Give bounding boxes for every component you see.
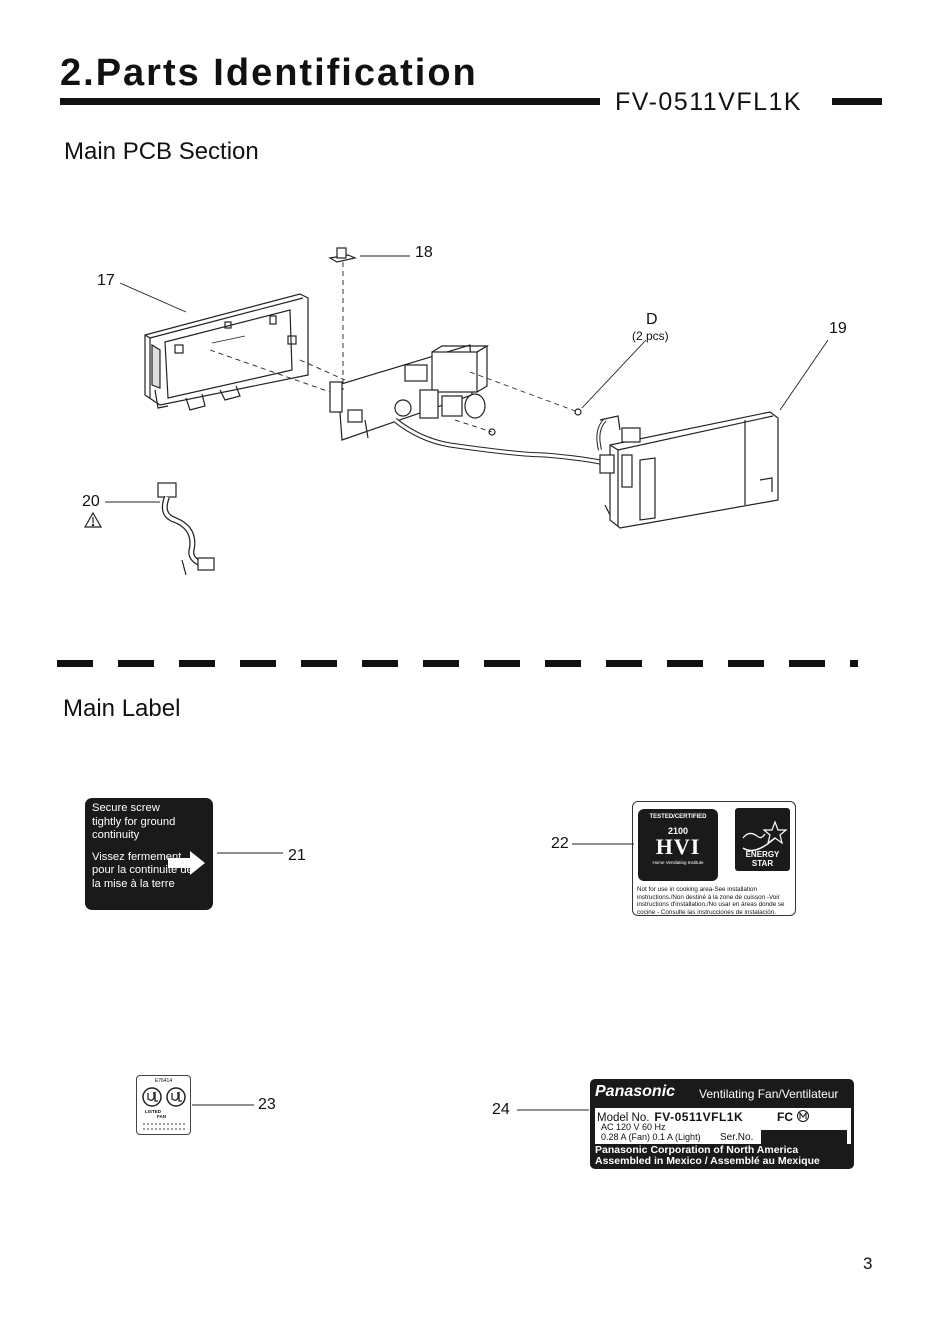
- energy-star-icon: [742, 820, 788, 852]
- leader-24: [517, 1109, 589, 1111]
- serial-box: [761, 1130, 847, 1144]
- callout-22: 22: [551, 835, 569, 852]
- part-19-housing: [596, 411, 779, 529]
- product-name: Ventilating Fan/Ventilateur: [699, 1087, 839, 1101]
- hvi-institute: Home Ventilating Institute: [652, 860, 704, 865]
- page-number: 3: [863, 1254, 873, 1273]
- callout-18: 18: [415, 244, 433, 261]
- current-rating: 0.28 A (Fan) 0.1 A (Light): [601, 1131, 701, 1142]
- callout-17: 17: [97, 272, 115, 289]
- model-value: FV-0511VFL1K: [654, 1110, 744, 1124]
- assembly-origin: Assembled in Mexico / Assemblé au Mexiqu…: [595, 1155, 820, 1167]
- callout-21: 21: [288, 847, 306, 864]
- callout-20: 20: [82, 493, 100, 510]
- power-rating: AC 120 V 60 Hz: [601, 1122, 666, 1132]
- label-21-ground-screw: Secure screw tightly for ground continui…: [85, 798, 213, 910]
- hvi-rating: 2100: [667, 826, 689, 836]
- ul-mark-icon: [142, 1087, 186, 1107]
- label-22-hvi-energy-star: TESTED/CERTIFIED 2100 HVI Home Ventilati…: [632, 801, 796, 916]
- label-21-french: Vissez fermement pour la continuité de l…: [92, 850, 193, 890]
- leader-22: [572, 843, 634, 845]
- page-title: 2.Parts Identification: [60, 52, 478, 94]
- hvi-tested: TESTED/CERTIFIED: [649, 814, 707, 820]
- part-20-harness: [157, 482, 215, 576]
- ul-file-code: E76414: [154, 1078, 173, 1084]
- hvi-certification-mark: TESTED/CERTIFIED 2100 HVI Home Ventilati…: [638, 809, 718, 881]
- section-separator: [57, 660, 859, 668]
- model-row: Model No. FV-0511VFL1K: [597, 1110, 743, 1124]
- corporation: Panasonic Corporation of North America: [595, 1144, 799, 1156]
- arrow-right-icon: [168, 851, 205, 875]
- ul-listed-text: LISTED FAN: [145, 1109, 166, 1119]
- leader-23: [192, 1104, 254, 1106]
- brand-logo: Panasonic: [595, 1083, 676, 1100]
- hvi-logo-text: HVI: [655, 834, 701, 859]
- callout-24: 24: [492, 1101, 510, 1118]
- energy-star-text: ENERGY STAR: [745, 850, 780, 868]
- model-number: FV-0511VFL1K: [615, 88, 803, 116]
- title-rule-left: [60, 98, 600, 105]
- label-23-ul-listing: E76414 LISTED FAN: [136, 1075, 191, 1135]
- callout-d: D: [646, 311, 658, 328]
- label-24-footer: Panasonic Corporation of North America A…: [595, 1145, 820, 1167]
- title-rule-right: [832, 98, 882, 105]
- fcc-text: FC: [777, 1110, 793, 1124]
- ul-dotted-lines: [143, 1123, 185, 1130]
- ul-listed: LISTED: [145, 1109, 162, 1114]
- fcc-mark: FC: [777, 1110, 810, 1124]
- electrical-ratings: AC 120 V 60 Hz 0.28 A (Fan) 0.1 A (Light…: [601, 1122, 701, 1142]
- label-21-english: Secure screw tightly for ground continui…: [92, 802, 176, 841]
- leader-21: [217, 852, 283, 854]
- energy-star-logo: ENERGY STAR: [735, 808, 790, 871]
- section-title-label: Main Label: [63, 695, 181, 722]
- rating-panel: Model No. FV-0511VFL1K FC AC 120 V 60 Hz …: [595, 1108, 851, 1144]
- model-label: Model No.: [597, 1112, 650, 1124]
- m-circle-icon: [797, 1110, 810, 1122]
- serial-label: Ser.No.: [720, 1132, 754, 1143]
- pcb-board: [329, 344, 601, 465]
- label-22-notice: Not for use in cooking area-See installa…: [637, 886, 785, 916]
- ul-fan: FAN: [157, 1114, 166, 1119]
- callout-d-qty: (2 pcs): [632, 329, 669, 343]
- callout-19: 19: [829, 320, 847, 337]
- label-24-rating-plate: Panasonic Ventilating Fan/Ventilateur Mo…: [590, 1079, 854, 1169]
- part-18-clip: [328, 247, 357, 263]
- section-title-pcb: Main PCB Section: [64, 138, 259, 165]
- callout-23: 23: [258, 1096, 276, 1113]
- part-17-bracket: [144, 293, 309, 411]
- pcb-exploded-diagram: [83, 247, 829, 576]
